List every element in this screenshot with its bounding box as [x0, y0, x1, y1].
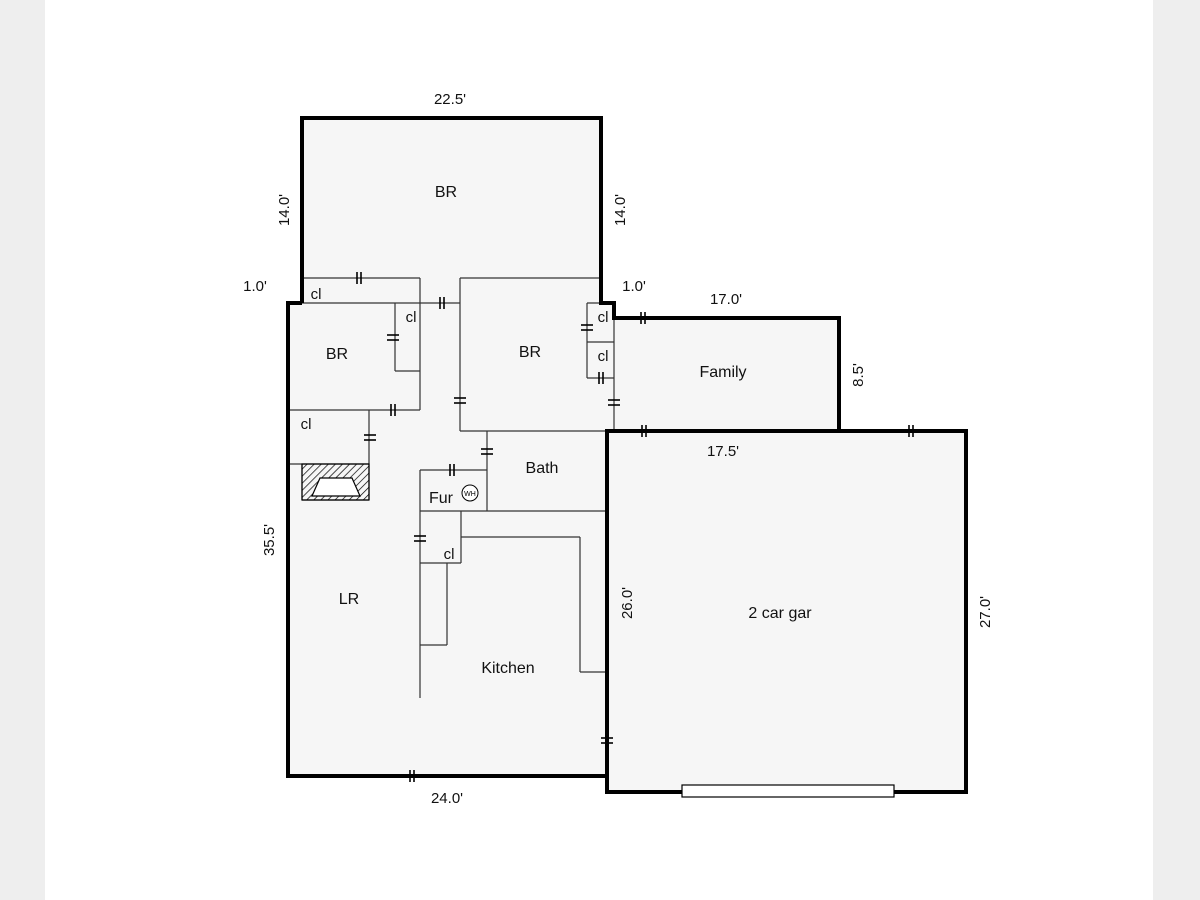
dim-family-height: 8.5' [850, 363, 867, 387]
closet-label: cl [598, 348, 609, 365]
kitchen-label: Kitchen [481, 660, 534, 677]
dim-family-width: 17.0' [710, 291, 742, 308]
dim-left-step: 1.0' [243, 278, 267, 295]
interior-walls [288, 277, 615, 698]
dim-bottom-width: 24.0' [431, 790, 463, 807]
dim-br-right-height: 14.0' [612, 194, 629, 226]
water-heater-label: WH [464, 491, 476, 498]
dim-garage-right: 27.0' [977, 596, 994, 628]
dim-garage-left: 26.0' [619, 587, 636, 619]
house-floor [288, 118, 839, 776]
br-left-label: BR [326, 346, 348, 363]
br-top-label: BR [435, 184, 457, 201]
garage-floor [607, 431, 966, 792]
garage-door [681, 784, 895, 798]
fireplace [301, 463, 370, 501]
furnace-label: Fur [429, 490, 454, 507]
dim-garage-top: 17.5' [707, 443, 739, 460]
family-label: Family [699, 364, 746, 381]
closet-label: cl [406, 309, 417, 326]
living-room-label: LR [339, 591, 359, 608]
dim-left-height: 35.5' [261, 524, 278, 556]
bath-label: Bath [526, 460, 559, 477]
closet-label: cl [301, 416, 312, 433]
door-marks [356, 272, 914, 782]
dim-right-step: 1.0' [622, 278, 646, 295]
br-center-label: BR [519, 344, 541, 361]
closet-label: cl [444, 546, 455, 563]
closet-label: cl [311, 286, 322, 303]
water-heater-icon: WH [461, 484, 479, 502]
garage-label: 2 car gar [748, 605, 812, 622]
dim-br-left-height: 14.0' [276, 194, 293, 226]
closet-label: cl [598, 309, 609, 326]
dim-top-width: 22.5' [434, 91, 466, 108]
